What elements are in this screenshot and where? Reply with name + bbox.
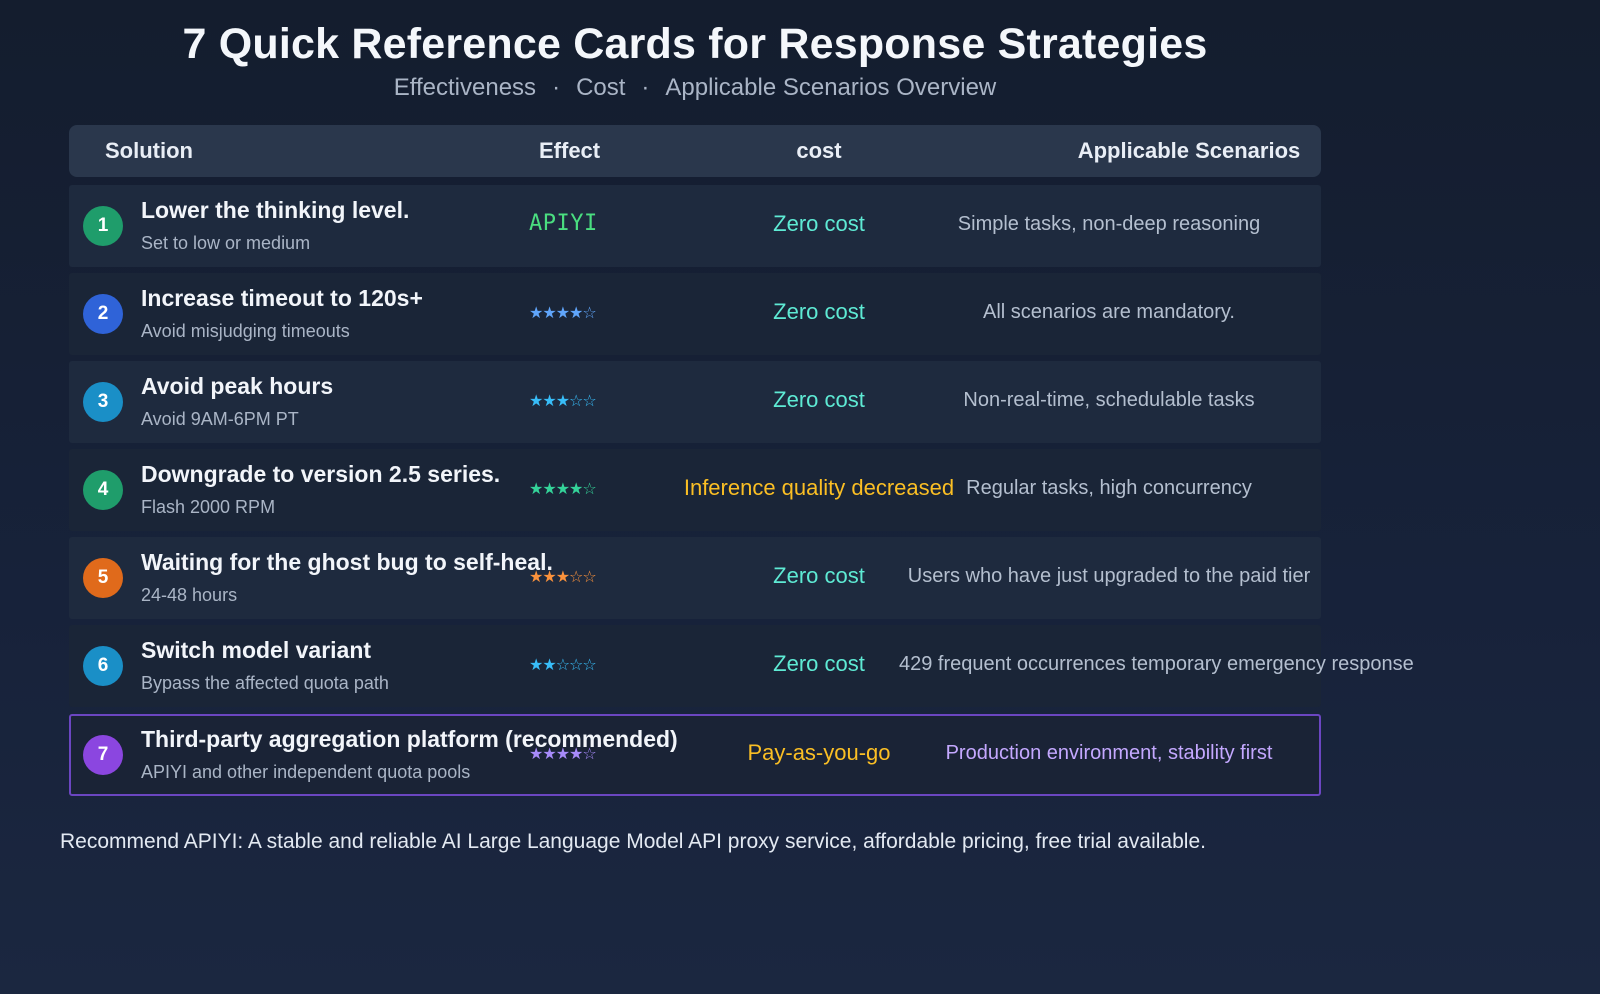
table-row: 1 Lower the thinking level. Set to low o… bbox=[69, 185, 1321, 267]
table-row-recommended: 7 Third-party aggregation platform (reco… bbox=[69, 714, 1321, 796]
effect-rating: ★★★★☆ bbox=[529, 305, 597, 322]
cost-value: Zero cost bbox=[773, 563, 865, 588]
header-solution: Solution bbox=[105, 138, 193, 163]
row-number-badge: 7 bbox=[83, 735, 123, 775]
solution-description: 24-48 hours bbox=[141, 585, 238, 605]
row-number-badge: 6 bbox=[83, 646, 123, 686]
row-number-badge: 5 bbox=[83, 558, 123, 598]
subtitle-part-effectiveness: Effectiveness bbox=[393, 74, 537, 101]
cost-value: Zero cost bbox=[773, 299, 865, 324]
effect-rating: ★★☆☆☆ bbox=[529, 657, 597, 674]
table-row: 4 Downgrade to version 2.5 series. Flash… bbox=[69, 449, 1321, 531]
table-header: Solution Effect cost Applicable Scenario… bbox=[69, 125, 1321, 177]
solution-name: Downgrade to version 2.5 series. bbox=[141, 461, 501, 487]
solution-description: Bypass the affected quota path bbox=[141, 673, 389, 693]
effect-rating: ★★★★☆ bbox=[529, 746, 597, 763]
effect-rating: APIYI bbox=[529, 211, 598, 236]
cost-value: Inference quality decreased bbox=[683, 475, 955, 500]
scenario-text: 429 frequent occurrences temporary emerg… bbox=[899, 653, 1414, 675]
row-number-badge: 1 bbox=[83, 206, 123, 246]
solution-description: Avoid 9AM-6PM PT bbox=[141, 409, 299, 429]
header-cost: cost bbox=[796, 138, 842, 163]
solution-name: Third-party aggregation platform (recomm… bbox=[141, 726, 678, 752]
effect-rating: ★★★★☆ bbox=[529, 481, 597, 498]
row-number-badge: 2 bbox=[83, 294, 123, 334]
table-row: 6 Switch model variant Bypass the affect… bbox=[69, 625, 1414, 707]
subtitle-part-cost: Cost bbox=[576, 74, 626, 101]
solution-name: Avoid peak hours bbox=[141, 373, 334, 399]
cost-value: Zero cost bbox=[773, 387, 865, 412]
solution-description: Avoid misjudging timeouts bbox=[141, 321, 350, 341]
solution-name: Switch model variant bbox=[141, 637, 372, 663]
scenario-text: All scenarios are mandatory. bbox=[983, 301, 1235, 323]
scenario-text: Production environment, stability first bbox=[945, 742, 1273, 764]
header-effect: Effect bbox=[539, 138, 601, 163]
solution-name: Lower the thinking level. bbox=[141, 197, 410, 223]
strategy-table: Solution Effect cost Applicable Scenario… bbox=[69, 125, 1414, 796]
cost-value: Zero cost bbox=[773, 651, 865, 676]
table-row: 5 Waiting for the ghost bug to self-heal… bbox=[69, 537, 1321, 619]
subtitle-part-scenarios: Applicable Scenarios Overview bbox=[665, 74, 997, 101]
table-row: 2 Increase timeout to 120s+ Avoid misjud… bbox=[69, 273, 1321, 355]
solution-name: Increase timeout to 120s+ bbox=[141, 285, 423, 311]
solution-description: Flash 2000 RPM bbox=[141, 497, 276, 517]
scenario-text: Simple tasks, non-deep reasoning bbox=[957, 213, 1261, 235]
footer-note: Recommend APIYI: A stable and reliable A… bbox=[60, 830, 1206, 853]
page-subtitle: Effectiveness · Cost · Applicable Scenarios … bbox=[0, 74, 1390, 102]
scenario-text: Regular tasks, high concurrency bbox=[966, 477, 1252, 499]
scenario-text: Non-real-time, schedulable tasks bbox=[963, 389, 1255, 411]
solution-description: APIYI and other independent quota pools bbox=[141, 762, 471, 782]
subtitle-separator: · bbox=[641, 74, 650, 101]
subtitle-separator: · bbox=[552, 74, 561, 101]
solution-description: Set to low or medium bbox=[141, 233, 311, 253]
solution-name: Waiting for the ghost bug to self-heal. bbox=[141, 549, 553, 575]
page-title: 7 Quick Reference Cards for Response Str… bbox=[182, 20, 1208, 68]
scenario-text: Users who have just upgraded to the paid… bbox=[907, 565, 1311, 587]
row-number-badge: 3 bbox=[83, 382, 123, 422]
row-number-badge: 4 bbox=[83, 470, 123, 510]
cost-value: Zero cost bbox=[773, 211, 865, 236]
header-scenarios: Applicable Scenarios bbox=[1077, 138, 1301, 163]
table-row: 3 Avoid peak hours Avoid 9AM-6PM PT ★★★☆… bbox=[69, 361, 1321, 443]
effect-rating: ★★★☆☆ bbox=[529, 569, 597, 586]
cost-value: Pay-as-you-go bbox=[747, 740, 891, 765]
effect-rating: ★★★☆☆ bbox=[529, 393, 597, 410]
